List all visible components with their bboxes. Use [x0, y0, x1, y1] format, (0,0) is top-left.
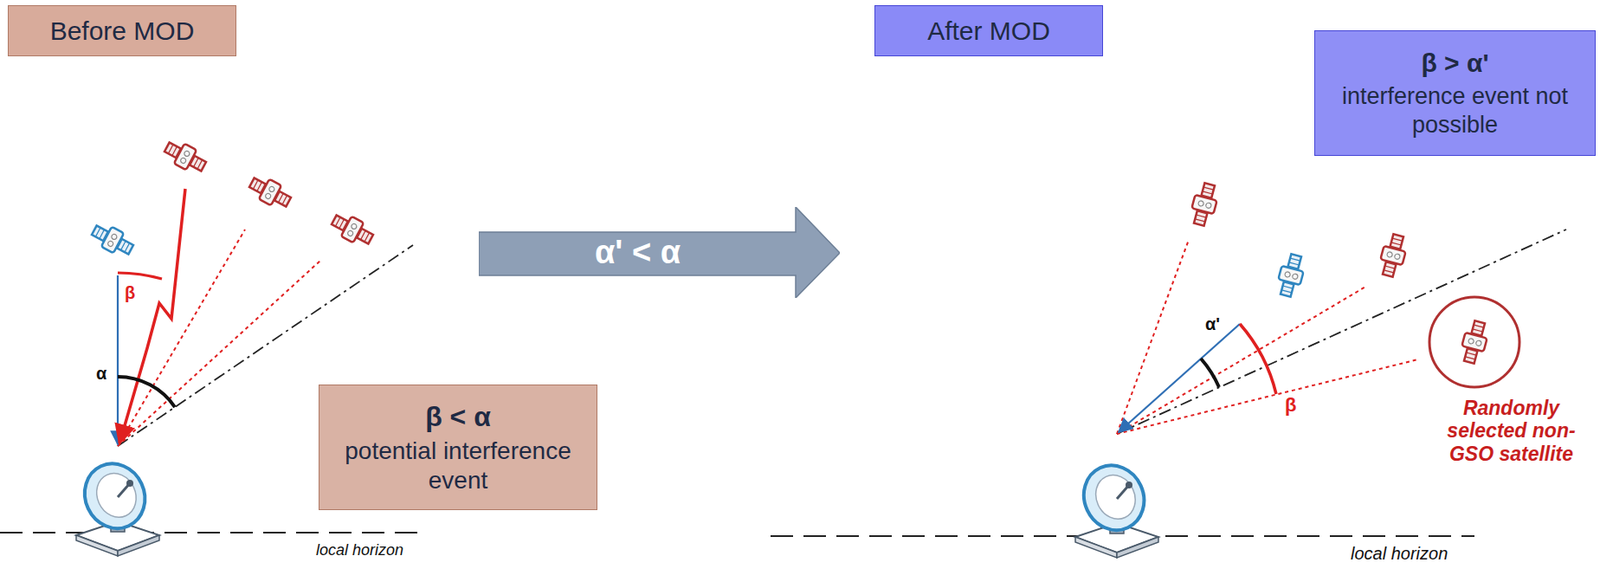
box-heading: α' < α [594, 232, 681, 273]
angle-label: α [96, 363, 107, 384]
angle-label: α' [1205, 314, 1220, 335]
angle-label: β [124, 283, 136, 304]
box-body: potential interference event [328, 436, 588, 495]
box-heading: β > α' [1420, 47, 1489, 79]
box-heading: β < α [425, 400, 491, 433]
box-heading: After MOD [927, 15, 1051, 47]
box-body: interference event not possible [1323, 82, 1587, 139]
satellite-callout: Randomly selected non-GSO satellite [1426, 396, 1596, 465]
transition-arrow: α' < α [478, 206, 840, 298]
state-box: Before MOD [7, 5, 237, 57]
angle-label: β [1284, 393, 1297, 416]
horizon-label: local horizon [316, 541, 404, 560]
horizon-label: local horizon [1350, 543, 1448, 564]
condition-box: β < αpotential interference event [318, 384, 598, 510]
condition-box: β > α'interference event not possible [1314, 30, 1596, 156]
state-box: After MOD [874, 5, 1104, 57]
box-heading: Before MOD [50, 15, 195, 47]
